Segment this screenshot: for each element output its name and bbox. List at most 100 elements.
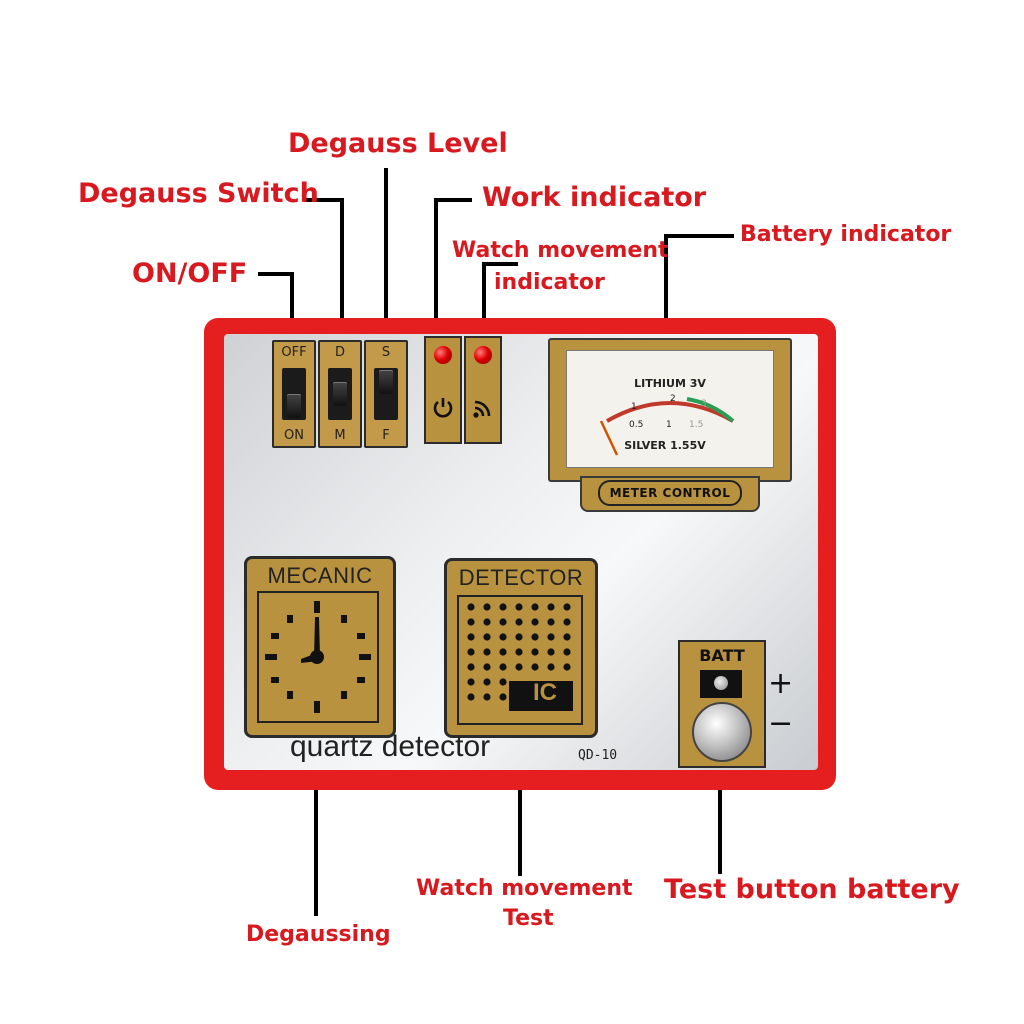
detector-dot bbox=[499, 603, 507, 611]
callout-watch-movement-test-2: Test bbox=[503, 906, 554, 931]
callout-watch-movement-test-1: Watch movement bbox=[416, 876, 633, 901]
callout-watch-movement-indicator-1: Watch movement bbox=[452, 238, 669, 263]
meter-bottom-label: SILVER 1.55V bbox=[624, 439, 706, 452]
detector-panel[interactable]: DETECTOR IC bbox=[444, 558, 598, 738]
callout-battery-indicator: Battery indicator bbox=[740, 222, 952, 247]
leader-on-off-v bbox=[290, 272, 294, 336]
mecanic-panel[interactable]: MECANIC bbox=[244, 556, 396, 738]
switch-top-label: D bbox=[334, 345, 345, 360]
detector-dot bbox=[499, 693, 507, 701]
detector-dot bbox=[499, 633, 507, 641]
detector-dot bbox=[483, 648, 491, 656]
battery-contact bbox=[700, 670, 742, 698]
battery-meter: LITHIUM 3V 1 2 3 0.5 1 1.5 SILVER 1.55V bbox=[566, 350, 774, 468]
detector-dot bbox=[499, 663, 507, 671]
leader-watch-ind-v bbox=[482, 262, 486, 336]
detector-dot bbox=[531, 603, 539, 611]
leader-work-h bbox=[436, 198, 472, 202]
meter-lower-tick: 0.5 bbox=[629, 420, 643, 430]
brand-text: quartz detector bbox=[290, 730, 491, 763]
callout-test-button-battery: Test button battery bbox=[664, 874, 960, 905]
detector-dot bbox=[563, 633, 571, 641]
plus-sign: + bbox=[768, 666, 794, 701]
detector-dot bbox=[467, 603, 475, 611]
callout-degauss-switch: Degauss Switch bbox=[78, 178, 319, 209]
detector-dot bbox=[515, 663, 523, 671]
detector-label: DETECTOR bbox=[458, 565, 584, 590]
detector-dot bbox=[499, 678, 507, 686]
detector-dot bbox=[483, 693, 491, 701]
movement-led bbox=[474, 346, 492, 364]
leader-battery-h bbox=[666, 234, 734, 238]
meter-needle bbox=[599, 420, 619, 456]
leader-watch-test bbox=[518, 776, 522, 876]
switch-bottom-label: F bbox=[382, 428, 390, 443]
callout-on-off: ON/OFF bbox=[132, 258, 248, 289]
switch-bottom-label: M bbox=[334, 428, 346, 443]
meter-control-label[interactable]: METER CONTROL bbox=[598, 480, 742, 506]
detector-dot bbox=[499, 648, 507, 656]
detector-dot bbox=[483, 663, 491, 671]
leader-on-off-h bbox=[258, 272, 294, 276]
detector-dot bbox=[515, 618, 523, 626]
clock-icon bbox=[257, 591, 379, 723]
leader-degaussing bbox=[314, 776, 318, 916]
switch-top-label: S bbox=[381, 345, 391, 360]
detector-dot bbox=[531, 618, 539, 626]
leader-degauss-switch-v bbox=[340, 198, 344, 336]
meter-lower-tick: 1.5 bbox=[689, 420, 703, 430]
detector-dot bbox=[563, 663, 571, 671]
callout-watch-movement-indicator-2: indicator bbox=[494, 270, 605, 295]
detector-dot bbox=[467, 633, 475, 641]
battery-test-box: BATT bbox=[678, 640, 766, 768]
meter-upper-tick: 2 bbox=[670, 394, 676, 404]
leader-work-v bbox=[434, 198, 438, 336]
detector-dot bbox=[483, 603, 491, 611]
mecanic-label: MECANIC bbox=[267, 563, 373, 588]
on-off-switch[interactable]: OFF ON bbox=[272, 340, 316, 448]
test-button[interactable] bbox=[692, 702, 752, 762]
detector-dot bbox=[547, 648, 555, 656]
work-indicator-box bbox=[424, 336, 462, 444]
degauss-level-switch[interactable]: S F bbox=[364, 340, 408, 448]
detector-dot bbox=[515, 648, 523, 656]
ic-label: IC bbox=[533, 679, 557, 706]
degauss-switch[interactable]: D M bbox=[318, 340, 362, 448]
meter-upper-tick: 1 bbox=[631, 402, 637, 412]
detector-dot bbox=[467, 678, 475, 686]
detector-dot bbox=[483, 618, 491, 626]
switch-top-label: OFF bbox=[281, 345, 307, 360]
detector-dot bbox=[547, 663, 555, 671]
leader-watch-ind-h bbox=[484, 262, 518, 266]
detector-dot bbox=[531, 633, 539, 641]
minus-sign: − bbox=[768, 706, 794, 741]
detector-dot bbox=[563, 648, 571, 656]
batt-label: BATT bbox=[699, 646, 745, 665]
meter-top-label: LITHIUM 3V bbox=[634, 377, 706, 390]
callout-work-indicator: Work indicator bbox=[482, 182, 707, 213]
detector-dot bbox=[563, 603, 571, 611]
detector-dot bbox=[499, 618, 507, 626]
leader-battery-v bbox=[664, 234, 668, 338]
model-number: QD-10 bbox=[578, 748, 618, 763]
chip-dots-icon bbox=[457, 595, 583, 725]
detector-dot bbox=[467, 648, 475, 656]
power-icon bbox=[433, 398, 453, 418]
meter-dial: LITHIUM 3V 1 2 3 0.5 1 1.5 SILVER 1.55V bbox=[599, 377, 735, 456]
callout-degaussing: Degaussing bbox=[246, 922, 391, 947]
leader-degauss-switch-h bbox=[304, 198, 344, 202]
leader-test-battery bbox=[718, 766, 722, 874]
detector-dot bbox=[467, 663, 475, 671]
detector-dot bbox=[467, 693, 475, 701]
work-led bbox=[434, 346, 452, 364]
detector-dot bbox=[547, 633, 555, 641]
detector-dot bbox=[515, 603, 523, 611]
meter-upper-tick: 3 bbox=[701, 399, 707, 409]
switch-bottom-label: ON bbox=[284, 428, 304, 443]
detector-dot bbox=[515, 633, 523, 641]
callout-degauss-level: Degauss Level bbox=[288, 128, 508, 159]
detector-dot bbox=[563, 618, 571, 626]
detector-dot bbox=[547, 603, 555, 611]
meter-lower-tick: 1 bbox=[666, 420, 672, 430]
detector-dot bbox=[467, 618, 475, 626]
